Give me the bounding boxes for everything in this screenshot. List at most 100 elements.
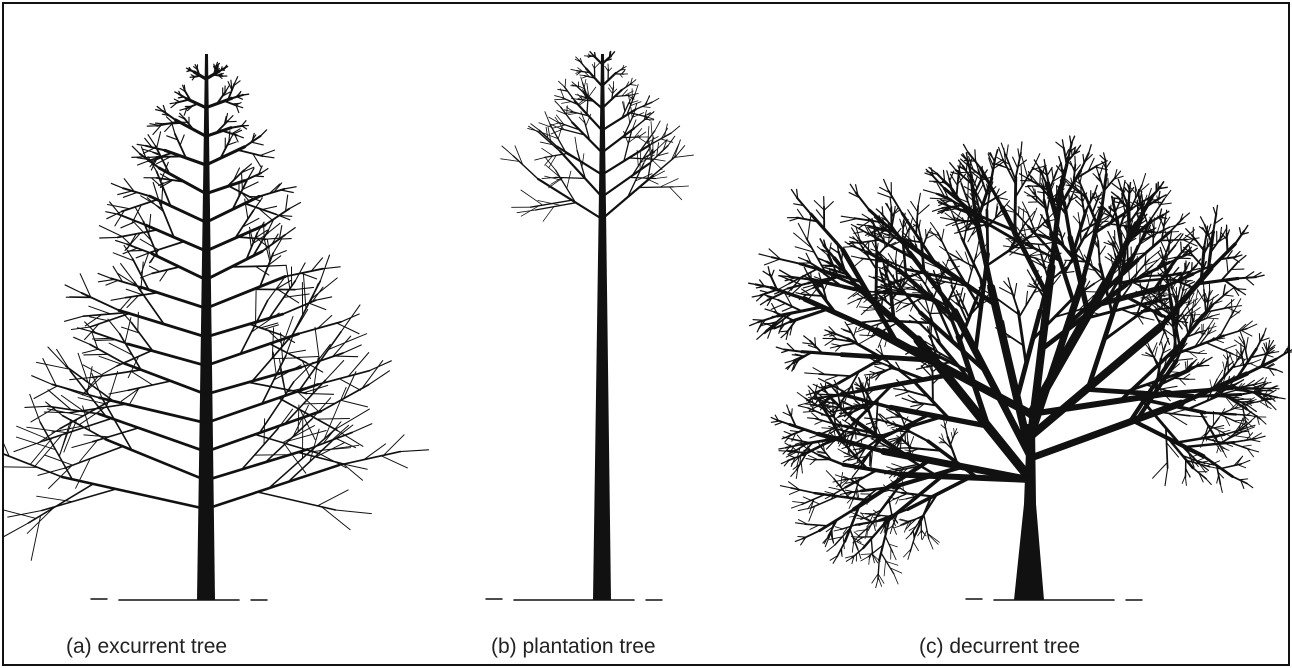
- branch-stroke: [1192, 300, 1194, 310]
- branch-stroke: [336, 510, 372, 514]
- branch-stroke: [803, 411, 815, 412]
- branch-stroke: [580, 75, 585, 76]
- branch-stroke: [674, 155, 693, 157]
- branch-stroke: [894, 574, 898, 584]
- branch-stroke: [854, 259, 863, 267]
- branch-stroke: [175, 92, 179, 94]
- branch-stroke: [221, 67, 222, 70]
- branch-stroke: [312, 398, 331, 419]
- branch-stroke: [795, 539, 803, 542]
- branch-stroke: [84, 354, 108, 355]
- branch-stroke: [765, 309, 774, 312]
- branch-stroke: [256, 291, 257, 325]
- branch-stroke: [34, 386, 57, 399]
- branch-stroke: [1118, 179, 1121, 188]
- branch-stroke: [575, 137, 577, 150]
- branch-stroke: [108, 319, 120, 334]
- branch-stroke: [1288, 349, 1292, 352]
- branch-stroke: [835, 527, 842, 529]
- branch-stroke: [801, 462, 802, 473]
- branch-stroke: [588, 87, 596, 98]
- branch-stroke: [805, 524, 827, 526]
- branch-stroke: [1070, 136, 1072, 145]
- branch-stroke: [841, 216, 854, 218]
- branch-stroke: [951, 279, 953, 291]
- branch-stroke: [1059, 157, 1061, 164]
- branch-stroke: [31, 407, 55, 422]
- branch-stroke: [825, 383, 826, 390]
- branch-stroke: [838, 449, 844, 453]
- branch-stroke: [877, 243, 878, 250]
- branch-stroke: [1256, 436, 1266, 439]
- branch-stroke: [172, 123, 175, 134]
- branch-stroke: [642, 107, 650, 108]
- branch-stroke: [286, 266, 290, 289]
- branch-stroke: [266, 238, 279, 239]
- branch-stroke: [1142, 174, 1146, 186]
- branch-stroke: [790, 218, 799, 221]
- branch-stroke: [238, 150, 263, 156]
- branch-stroke: [1162, 342, 1164, 351]
- branch-stroke: [793, 502, 806, 503]
- branch-stroke: [810, 525, 819, 529]
- branch-stroke: [237, 97, 242, 99]
- branch-stroke: [899, 499, 906, 500]
- branch-stroke: [875, 366, 886, 370]
- branch-stroke: [845, 426, 852, 427]
- branch-stroke: [299, 322, 341, 334]
- branch-stroke: [1181, 242, 1182, 253]
- branch-stroke: [999, 192, 1006, 197]
- branch-stroke: [82, 349, 98, 353]
- branch-stroke: [1232, 388, 1260, 389]
- branch-stroke: [132, 157, 144, 158]
- branch-stroke: [128, 344, 206, 366]
- branch-stroke: [293, 310, 308, 334]
- branch-stroke: [1149, 251, 1160, 260]
- branch-stroke: [861, 307, 869, 315]
- branch-stroke: [1011, 288, 1018, 311]
- branch-stroke: [791, 470, 797, 477]
- branch-stroke: [595, 63, 600, 68]
- branch-stroke: [1161, 386, 1177, 389]
- branch-stroke: [808, 418, 816, 419]
- branch-stroke: [282, 317, 293, 347]
- branch-stroke: [264, 419, 265, 445]
- branch-stroke: [930, 231, 942, 243]
- branch-stroke: [1099, 166, 1103, 177]
- branch-stroke: [517, 210, 535, 213]
- branch-stroke: [571, 69, 577, 70]
- branch-stroke: [864, 374, 873, 375]
- branch-stroke: [571, 86, 577, 87]
- branch-stroke: [1001, 143, 1005, 155]
- branch-stroke: [655, 121, 660, 131]
- branch-stroke: [819, 374, 851, 376]
- branch-stroke: [1264, 328, 1266, 335]
- branch-stroke: [535, 157, 545, 160]
- branch-stroke: [862, 383, 863, 391]
- branch-stroke: [32, 376, 52, 385]
- branch-stroke: [966, 161, 967, 171]
- branch-stroke: [1077, 145, 1081, 150]
- caption-excurrent-tree: (a) excurrent tree: [66, 636, 227, 657]
- branch-stroke: [1192, 263, 1193, 271]
- branch-stroke: [237, 106, 243, 108]
- branch-stroke: [826, 375, 840, 380]
- branch-stroke: [634, 117, 648, 128]
- branch-stroke: [146, 225, 206, 251]
- branch-stroke: [555, 96, 563, 98]
- branch-stroke: [106, 212, 119, 215]
- branch-stroke: [893, 298, 901, 301]
- branch-stroke: [141, 254, 148, 275]
- branch-stroke: [804, 336, 810, 341]
- branch-stroke: [303, 403, 334, 404]
- branch-stroke: [65, 446, 123, 468]
- branch-stroke: [237, 135, 244, 138]
- branch-stroke: [261, 169, 268, 174]
- branch-stroke: [513, 156, 538, 179]
- branch-stroke: [1212, 314, 1219, 316]
- branch-stroke: [93, 428, 139, 442]
- branch-stroke: [840, 219, 857, 223]
- branch-stroke: [771, 417, 777, 420]
- branch-stroke: [907, 433, 908, 442]
